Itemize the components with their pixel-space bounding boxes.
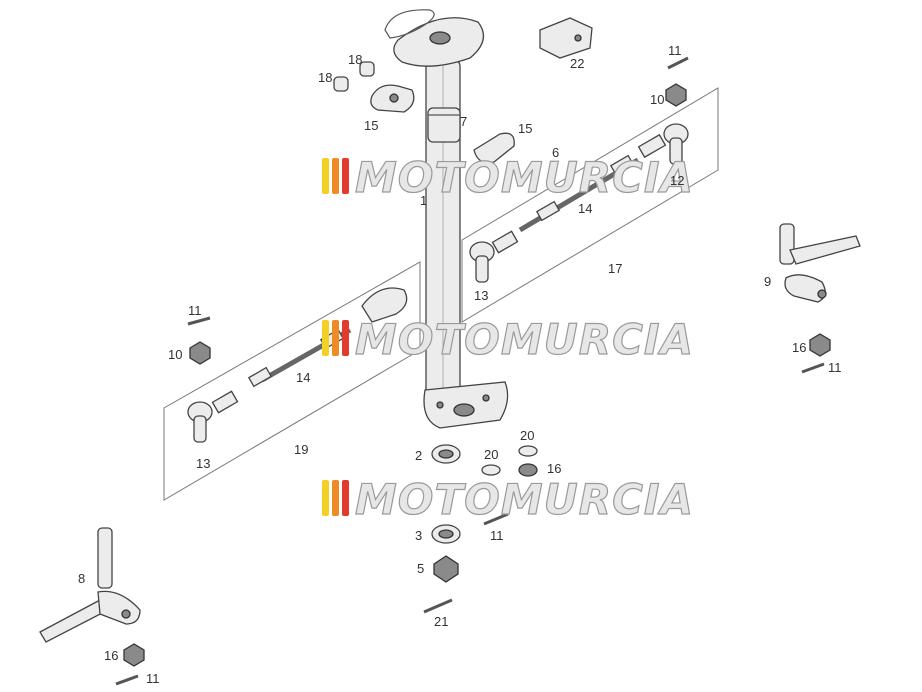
watermark-stripe bbox=[322, 320, 329, 356]
part-label: 22 bbox=[570, 56, 584, 71]
part-label: 1 bbox=[420, 193, 427, 208]
watermark-stripe bbox=[332, 158, 339, 194]
part-label: 15 bbox=[364, 118, 378, 133]
bearing-3 bbox=[431, 524, 461, 544]
watermark-text: MOTOMURCIA bbox=[355, 153, 694, 202]
part-label: 20 bbox=[484, 447, 498, 462]
watermark-text: MOTOMURCIA bbox=[355, 315, 694, 364]
part-label: 14 bbox=[578, 201, 592, 216]
part-label: 17 bbox=[608, 261, 622, 276]
part-label: 11 bbox=[668, 43, 682, 58]
nut-10-left bbox=[189, 341, 211, 365]
steering-knuckle-9 bbox=[779, 223, 861, 303]
cotter-pin-11-far-right bbox=[801, 362, 825, 374]
steering-knuckle-8 bbox=[39, 527, 141, 643]
part-label: 18 bbox=[348, 52, 362, 67]
part-label: 19 bbox=[294, 442, 308, 457]
bushing-18-lower bbox=[333, 76, 349, 92]
nut-16-right bbox=[809, 333, 831, 357]
nut-5 bbox=[433, 555, 459, 583]
clamp-15-left bbox=[370, 84, 415, 113]
part-label: 10 bbox=[168, 347, 182, 362]
part-label: 6 bbox=[552, 145, 559, 160]
watermark-stripe bbox=[342, 158, 349, 194]
part-label: 11 bbox=[146, 671, 160, 686]
part-label: 13 bbox=[474, 288, 488, 303]
part-label: 20 bbox=[520, 428, 534, 443]
watermark-stripe bbox=[332, 320, 339, 356]
nut-16-left bbox=[123, 643, 145, 667]
part-label: 16 bbox=[547, 461, 561, 476]
bearing-2 bbox=[431, 444, 461, 464]
part-label: 3 bbox=[415, 528, 422, 543]
cotter-pin-21 bbox=[423, 598, 453, 614]
watermark-stripe bbox=[322, 158, 329, 194]
part-labels: 18 18 15 7 15 6 1 22 11 10 12 14 17 13 9… bbox=[78, 43, 842, 686]
watermark-stripe bbox=[342, 320, 349, 356]
watermark-middle: MOTOMURCIA bbox=[322, 314, 694, 365]
cotter-pin-11-left bbox=[187, 316, 211, 326]
part-label: 13 bbox=[196, 456, 210, 471]
tie-rod-assembly-17 bbox=[461, 87, 719, 323]
steering-column bbox=[384, 9, 509, 429]
part-label: 7 bbox=[460, 114, 467, 129]
cotter-pin-11-bottom-left bbox=[115, 674, 139, 686]
part-label: 8 bbox=[78, 571, 85, 586]
switch-box-22 bbox=[539, 17, 593, 59]
washer-20-right bbox=[518, 445, 538, 457]
nut-10-right bbox=[665, 83, 687, 107]
nut-16-center bbox=[518, 463, 538, 477]
part-label: 15 bbox=[518, 121, 532, 136]
part-label: 9 bbox=[764, 274, 771, 289]
part-label: 16 bbox=[104, 648, 118, 663]
watermark-stripe bbox=[342, 480, 349, 516]
cotter-pin-11-center bbox=[483, 512, 509, 526]
part-label: 10 bbox=[650, 92, 664, 107]
part-label: 16 bbox=[792, 340, 806, 355]
part-label: 21 bbox=[434, 614, 448, 629]
part-label: 18 bbox=[318, 70, 332, 85]
part-label: 5 bbox=[417, 561, 424, 576]
bushing-18-upper bbox=[359, 61, 375, 77]
part-label: 2 bbox=[415, 448, 422, 463]
washer-20-left bbox=[481, 464, 501, 476]
part-label: 14 bbox=[296, 370, 310, 385]
part-label: 11 bbox=[828, 360, 842, 375]
watermark-stripe bbox=[332, 480, 339, 516]
clamp-15-right bbox=[473, 132, 515, 164]
part-label: 12 bbox=[670, 173, 684, 188]
cotter-pin-11-right bbox=[667, 56, 689, 70]
watermark-bottom: MOTOMURCIA bbox=[322, 474, 694, 525]
watermark-stripe bbox=[322, 480, 329, 516]
part-label: 11 bbox=[188, 303, 202, 318]
watermark-text: MOTOMURCIA bbox=[355, 475, 694, 524]
watermark-top: MOTOMURCIA bbox=[322, 152, 694, 203]
part-label: 11 bbox=[490, 528, 504, 543]
